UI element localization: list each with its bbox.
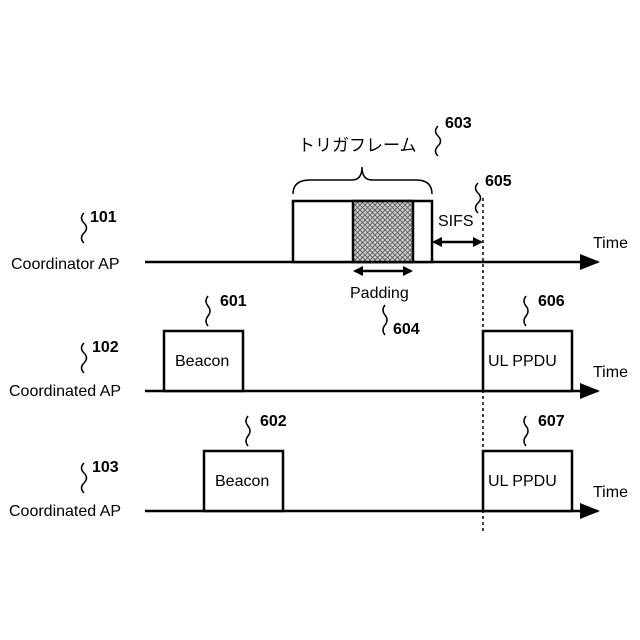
ref-601: 601: [220, 293, 247, 310]
ref-601-leader: [206, 296, 210, 326]
padding-region: [353, 201, 413, 262]
ref-102-leader: [82, 343, 87, 373]
trigger-frame-label: トリガフレーム: [298, 136, 417, 155]
arrow-right-icon: [403, 266, 413, 276]
time-label: Time: [593, 484, 628, 501]
ref-103: 103: [92, 459, 119, 476]
time-arrow-icon: [580, 503, 600, 519]
ref-103-leader: [82, 463, 87, 493]
time-arrow-icon: [580, 254, 600, 270]
ref-102: 102: [92, 339, 119, 356]
ref-604-leader: [383, 305, 387, 335]
ref-605: 605: [485, 173, 512, 190]
ul-ppdu-label: UL PPDU: [488, 473, 557, 490]
time-arrow-icon: [580, 383, 600, 399]
ref-101-leader: [82, 213, 87, 243]
ref-101: 101: [90, 209, 117, 226]
ul-ppdu-label: UL PPDU: [488, 353, 557, 370]
ref-602: 602: [260, 413, 287, 430]
time-label: Time: [593, 235, 628, 252]
beacon-label: Beacon: [175, 353, 229, 370]
row-coordinated-ap-1: 102 Coordinated AP Time Beacon 601 UL PP…: [9, 293, 628, 400]
arrow-left-icon: [432, 237, 442, 247]
time-label: Time: [593, 364, 628, 381]
ref-606-leader: [524, 296, 528, 326]
ref-607: 607: [538, 413, 565, 430]
row-label-coordinator-ap: Coordinator AP: [11, 256, 120, 273]
ref-606: 606: [538, 293, 565, 310]
padding-label: Padding: [350, 285, 409, 302]
trigger-frame-brace: [293, 167, 432, 194]
ref-603: 603: [445, 115, 472, 132]
ref-604: 604: [393, 321, 420, 338]
arrow-left-icon: [353, 266, 363, 276]
ref-602-leader: [246, 416, 250, 446]
arrow-right-icon: [473, 237, 483, 247]
ref-607-leader: [524, 416, 528, 446]
ref-603-leader: [436, 126, 441, 156]
row-coordinated-ap-2: 103 Coordinated AP Time Beacon 602 UL PP…: [9, 413, 628, 520]
beacon-label: Beacon: [215, 473, 269, 490]
sifs-label: SIFS: [438, 213, 474, 230]
row-label-coordinated-ap: Coordinated AP: [9, 383, 121, 400]
row-coordinator-ap: 101 Coordinator AP Time トリガフレーム 603 Padd…: [11, 115, 628, 338]
ref-605-leader: [476, 183, 481, 213]
row-label-coordinated-ap: Coordinated AP: [9, 503, 121, 520]
